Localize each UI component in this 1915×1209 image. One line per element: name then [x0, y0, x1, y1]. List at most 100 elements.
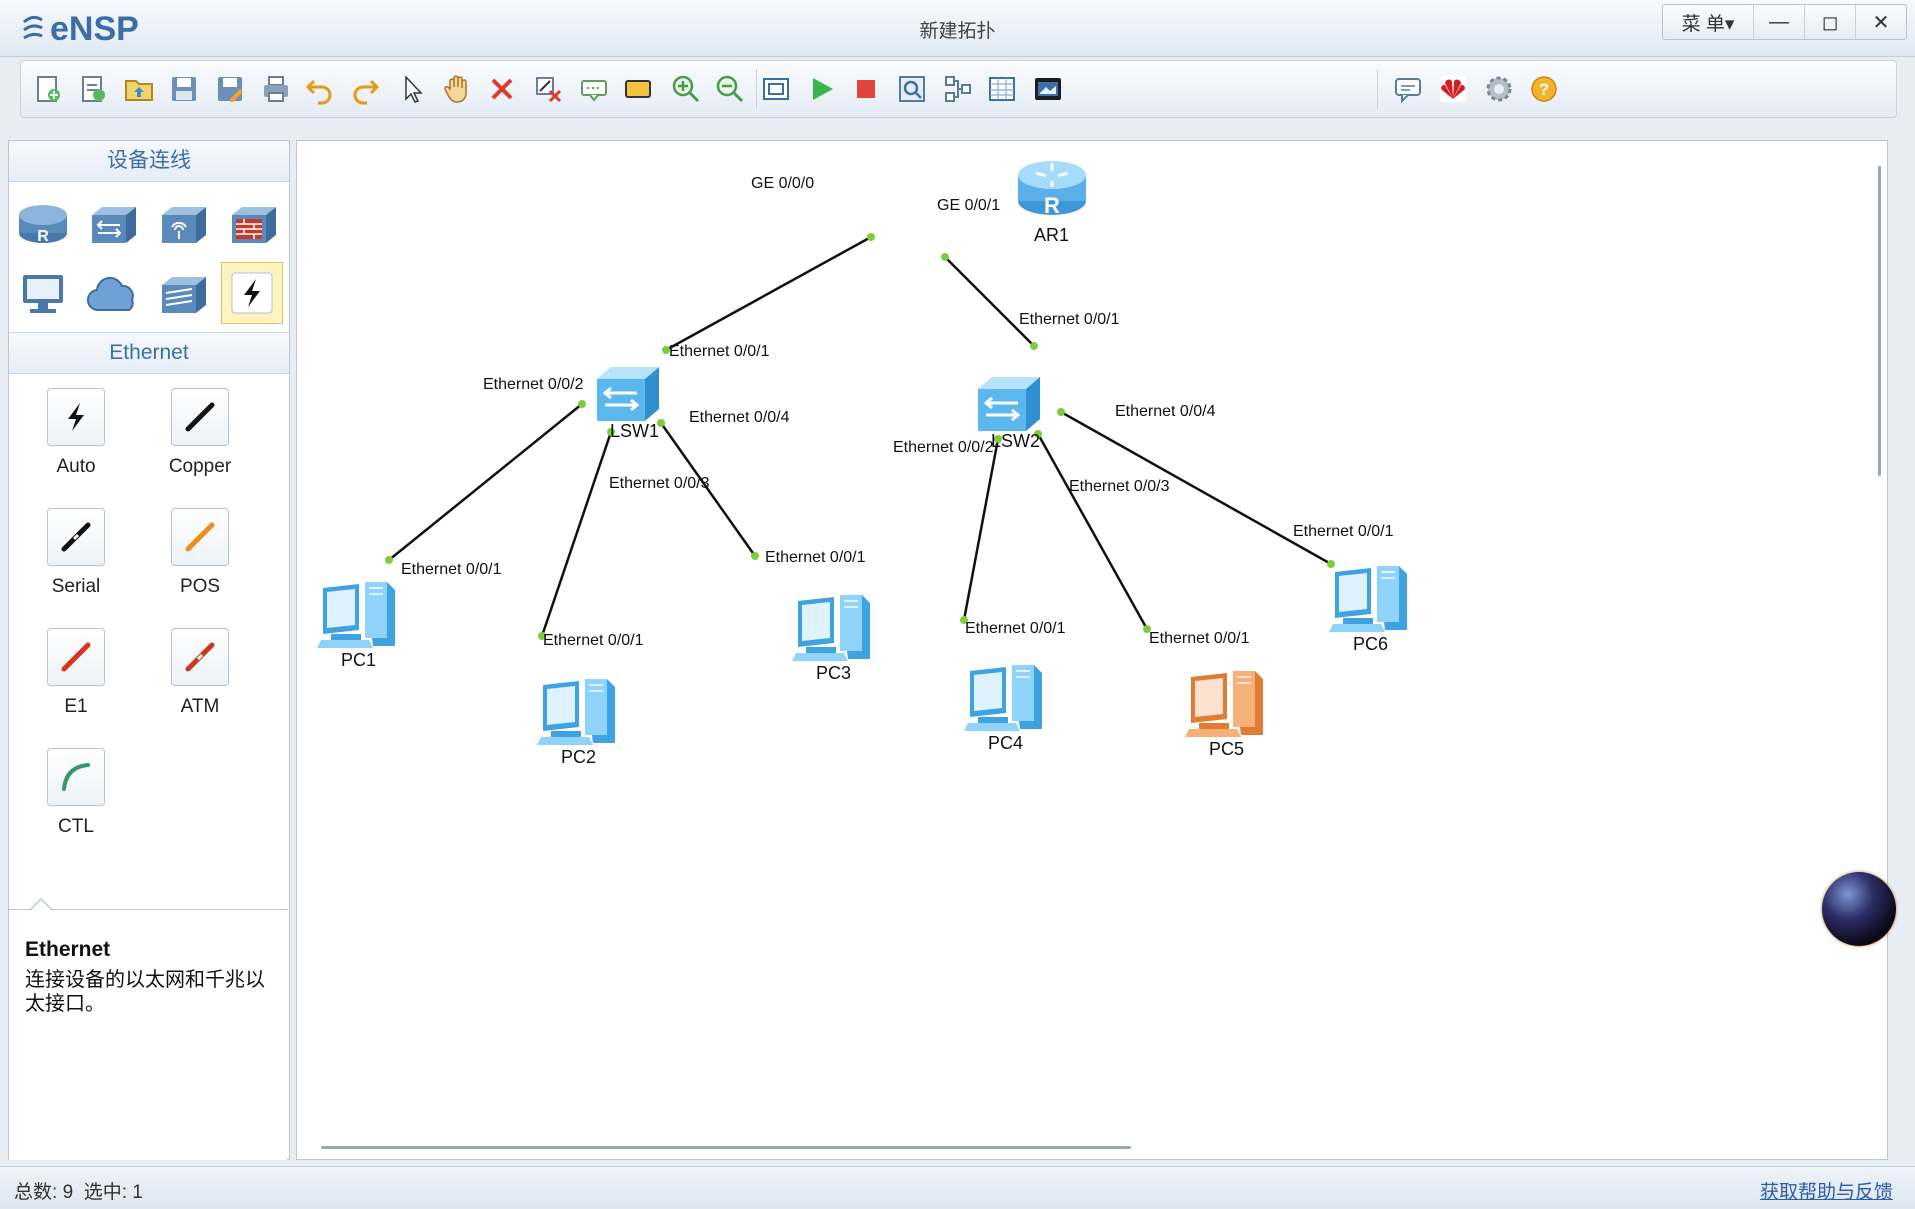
main-toolbar: ?: [20, 60, 1897, 118]
port-label: Ethernet 0/0/1: [1293, 523, 1394, 540]
floating-orb-widget[interactable]: [1822, 872, 1896, 946]
node-pc5[interactable]: [1185, 663, 1269, 743]
port-dot: [941, 253, 949, 261]
switch-icon[interactable]: [83, 194, 143, 254]
link-ar1-lsw1[interactable]: [665, 235, 872, 352]
link-lsw2-pc5[interactable]: [1036, 433, 1149, 630]
link-description-panel: Ethernet 连接设备的以太网和千兆以太接口。: [9, 898, 287, 1160]
node-pc3[interactable]: [792, 587, 876, 667]
link-lsw2-pc4[interactable]: [962, 438, 1000, 621]
toolbar-separator: [1377, 69, 1378, 109]
new-experiment-icon[interactable]: [74, 71, 112, 107]
firewall-icon[interactable]: [223, 194, 283, 254]
save-icon[interactable]: [165, 71, 203, 107]
link-icon[interactable]: [221, 262, 283, 324]
new-topology-icon[interactable]: [29, 71, 67, 107]
rectangle-icon[interactable]: [619, 71, 657, 107]
port-dot: [662, 346, 670, 354]
redo-icon[interactable]: [346, 71, 384, 107]
pc-icon: [792, 587, 876, 672]
link-copper[interactable]: Copper: [145, 388, 255, 478]
link-lsw1-pc2[interactable]: [540, 431, 613, 637]
maximize-button[interactable]: ◻: [1804, 5, 1855, 39]
ensp-logo-icon: [23, 15, 43, 40]
zoom-out-icon[interactable]: [711, 71, 749, 107]
pc-icon[interactable]: [13, 264, 73, 324]
topology-icon[interactable]: [939, 71, 977, 107]
start-icon[interactable]: [802, 71, 840, 107]
delete-link-icon[interactable]: [529, 71, 567, 107]
cloud-icon[interactable]: [83, 264, 143, 324]
select-icon[interactable]: [393, 71, 431, 107]
wireless-icon[interactable]: [153, 194, 213, 254]
node-label: PC4: [988, 733, 1024, 753]
capture-icon[interactable]: [893, 71, 931, 107]
port-label: Ethernet 0/0/1: [669, 343, 770, 360]
pc-icon: [1185, 663, 1269, 748]
message-icon[interactable]: [1389, 71, 1427, 107]
link-ctl[interactable]: CTL: [21, 748, 131, 838]
fit-view-icon[interactable]: [757, 71, 795, 107]
settings-icon[interactable]: [1480, 71, 1518, 107]
port-label: Ethernet 0/0/1: [1019, 311, 1120, 328]
left-panel: 设备连线 R Ethernet Auto: [8, 140, 290, 1160]
help-icon[interactable]: ?: [1525, 71, 1563, 107]
link-lsw1-pc1[interactable]: [388, 403, 583, 561]
delete-icon[interactable]: [483, 71, 521, 107]
close-button[interactable]: ✕: [1855, 5, 1906, 39]
svg-text:?: ?: [1539, 80, 1549, 99]
huawei-icon[interactable]: [1434, 71, 1472, 107]
router-icon[interactable]: R: [13, 194, 73, 254]
node-pc6[interactable]: [1329, 558, 1413, 638]
link-pos[interactable]: POS: [145, 508, 255, 598]
zoom-in-icon[interactable]: [667, 71, 705, 107]
node-label: PC6: [1353, 634, 1389, 654]
description-title: Ethernet: [25, 938, 111, 961]
link-atm[interactable]: ATM: [145, 628, 255, 718]
minimize-button[interactable]: —: [1753, 5, 1804, 39]
port-dot: [1057, 408, 1065, 416]
port-label: Ethernet 0/0/1: [965, 620, 1066, 637]
terminal-icon[interactable]: [1029, 71, 1067, 107]
router-icon: R: [1014, 155, 1090, 224]
link-lsw2-pc6[interactable]: [1060, 410, 1332, 566]
status-bar: 总数: 9 选中: 1 获取帮助与反馈: [0, 1166, 1915, 1209]
pc-icon: [537, 671, 621, 756]
link-label: CTL: [58, 816, 94, 837]
node-pc2[interactable]: [537, 671, 621, 751]
link-auto[interactable]: Auto: [21, 388, 131, 478]
pan-icon[interactable]: [439, 71, 477, 107]
stop-icon[interactable]: [847, 71, 885, 107]
menu-button[interactable]: 菜 单▾: [1681, 13, 1735, 35]
print-icon[interactable]: [257, 71, 295, 107]
node-lsw2[interactable]: [974, 371, 1044, 435]
link-lsw1-pc3[interactable]: [659, 422, 757, 557]
app-name: eNSP: [50, 10, 139, 48]
grid-icon[interactable]: [983, 71, 1021, 107]
open-icon[interactable]: [120, 71, 158, 107]
description-text: 连接设备的以太网和千兆以太接口。: [25, 969, 265, 1015]
horizontal-scrollbar[interactable]: [321, 1146, 1131, 1149]
node-ar1[interactable]: R: [1014, 155, 1090, 219]
help-feedback-link[interactable]: 获取帮助与反馈: [1759, 1182, 1893, 1203]
link-label: Copper: [168, 456, 232, 477]
link-e1[interactable]: E1: [21, 628, 131, 718]
text-icon[interactable]: [575, 71, 613, 107]
other-device-icon[interactable]: [153, 264, 213, 324]
save-as-icon[interactable]: [211, 71, 249, 107]
vertical-scrollbar[interactable]: [1878, 166, 1881, 476]
port-dot: [867, 233, 875, 241]
undo-icon[interactable]: [301, 71, 339, 107]
port-dot: [1143, 625, 1151, 633]
node-lsw1[interactable]: [593, 361, 663, 425]
svg-text:R: R: [1044, 193, 1060, 218]
link-serial[interactable]: Serial: [21, 508, 131, 598]
link-ar1-lsw2[interactable]: [944, 256, 1035, 347]
link-label: Serial: [51, 576, 101, 597]
pc-icon: [964, 657, 1048, 742]
node-pc1[interactable]: [317, 574, 401, 654]
node-pc4[interactable]: [964, 657, 1048, 737]
port-label: Ethernet 0/0/3: [609, 475, 710, 492]
app-logo: eNSP: [20, 10, 139, 49]
